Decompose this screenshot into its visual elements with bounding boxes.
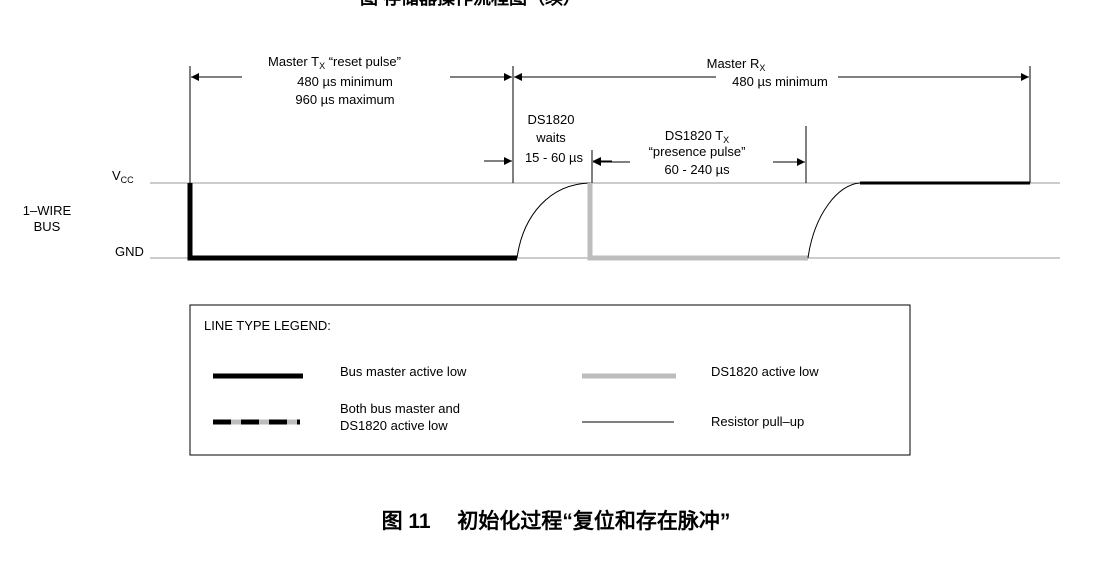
ds-tx-line3: 60 - 240 µs <box>664 162 730 177</box>
master-rx-title: Master RX <box>707 56 766 73</box>
legend-label-pull-up: Resistor pull–up <box>711 414 804 429</box>
legend-label-both-line1: Both bus master and <box>340 401 460 416</box>
legend-label-bus-master: Bus master active low <box>340 364 467 379</box>
bus-label-line2: BUS <box>34 219 61 234</box>
legend-label-both-line2: DS1820 active low <box>340 418 448 433</box>
master-rx-min: 480 µs minimum <box>732 74 828 89</box>
master-tx-max: 960 µs maximum <box>295 92 394 107</box>
legend-box <box>189 304 911 456</box>
ds-waits-line3: 15 - 60 µs <box>525 150 584 165</box>
ds1820-low-waveform <box>587 183 808 261</box>
legend-label-ds1820: DS1820 active low <box>711 364 819 379</box>
pull-up-curve-1 <box>516 182 591 259</box>
master-tx-min: 480 µs minimum <box>297 74 393 89</box>
bus-master-low-waveform <box>187 183 517 261</box>
master-tx-title: Master TX “reset pulse” <box>268 54 401 71</box>
ds-tx-title: DS1820 TX <box>665 128 729 145</box>
ds-waits-line2: waits <box>535 130 566 145</box>
pull-up-curve-2 <box>807 182 861 259</box>
gnd-label: GND <box>115 244 144 259</box>
top-caption-cut: 图 存储器操作流程图（续） <box>360 0 581 8</box>
bus-label-line1: 1–WIRE <box>23 203 72 218</box>
figure-caption: 图 11 初始化过程“复位和存在脉冲” <box>382 509 731 533</box>
ds-waits-line1: DS1820 <box>528 112 575 127</box>
ds-tx-line2: “presence pulse” <box>649 144 746 159</box>
legend-title: LINE TYPE LEGEND: <box>204 318 331 333</box>
vcc-label: VCC <box>112 168 134 185</box>
